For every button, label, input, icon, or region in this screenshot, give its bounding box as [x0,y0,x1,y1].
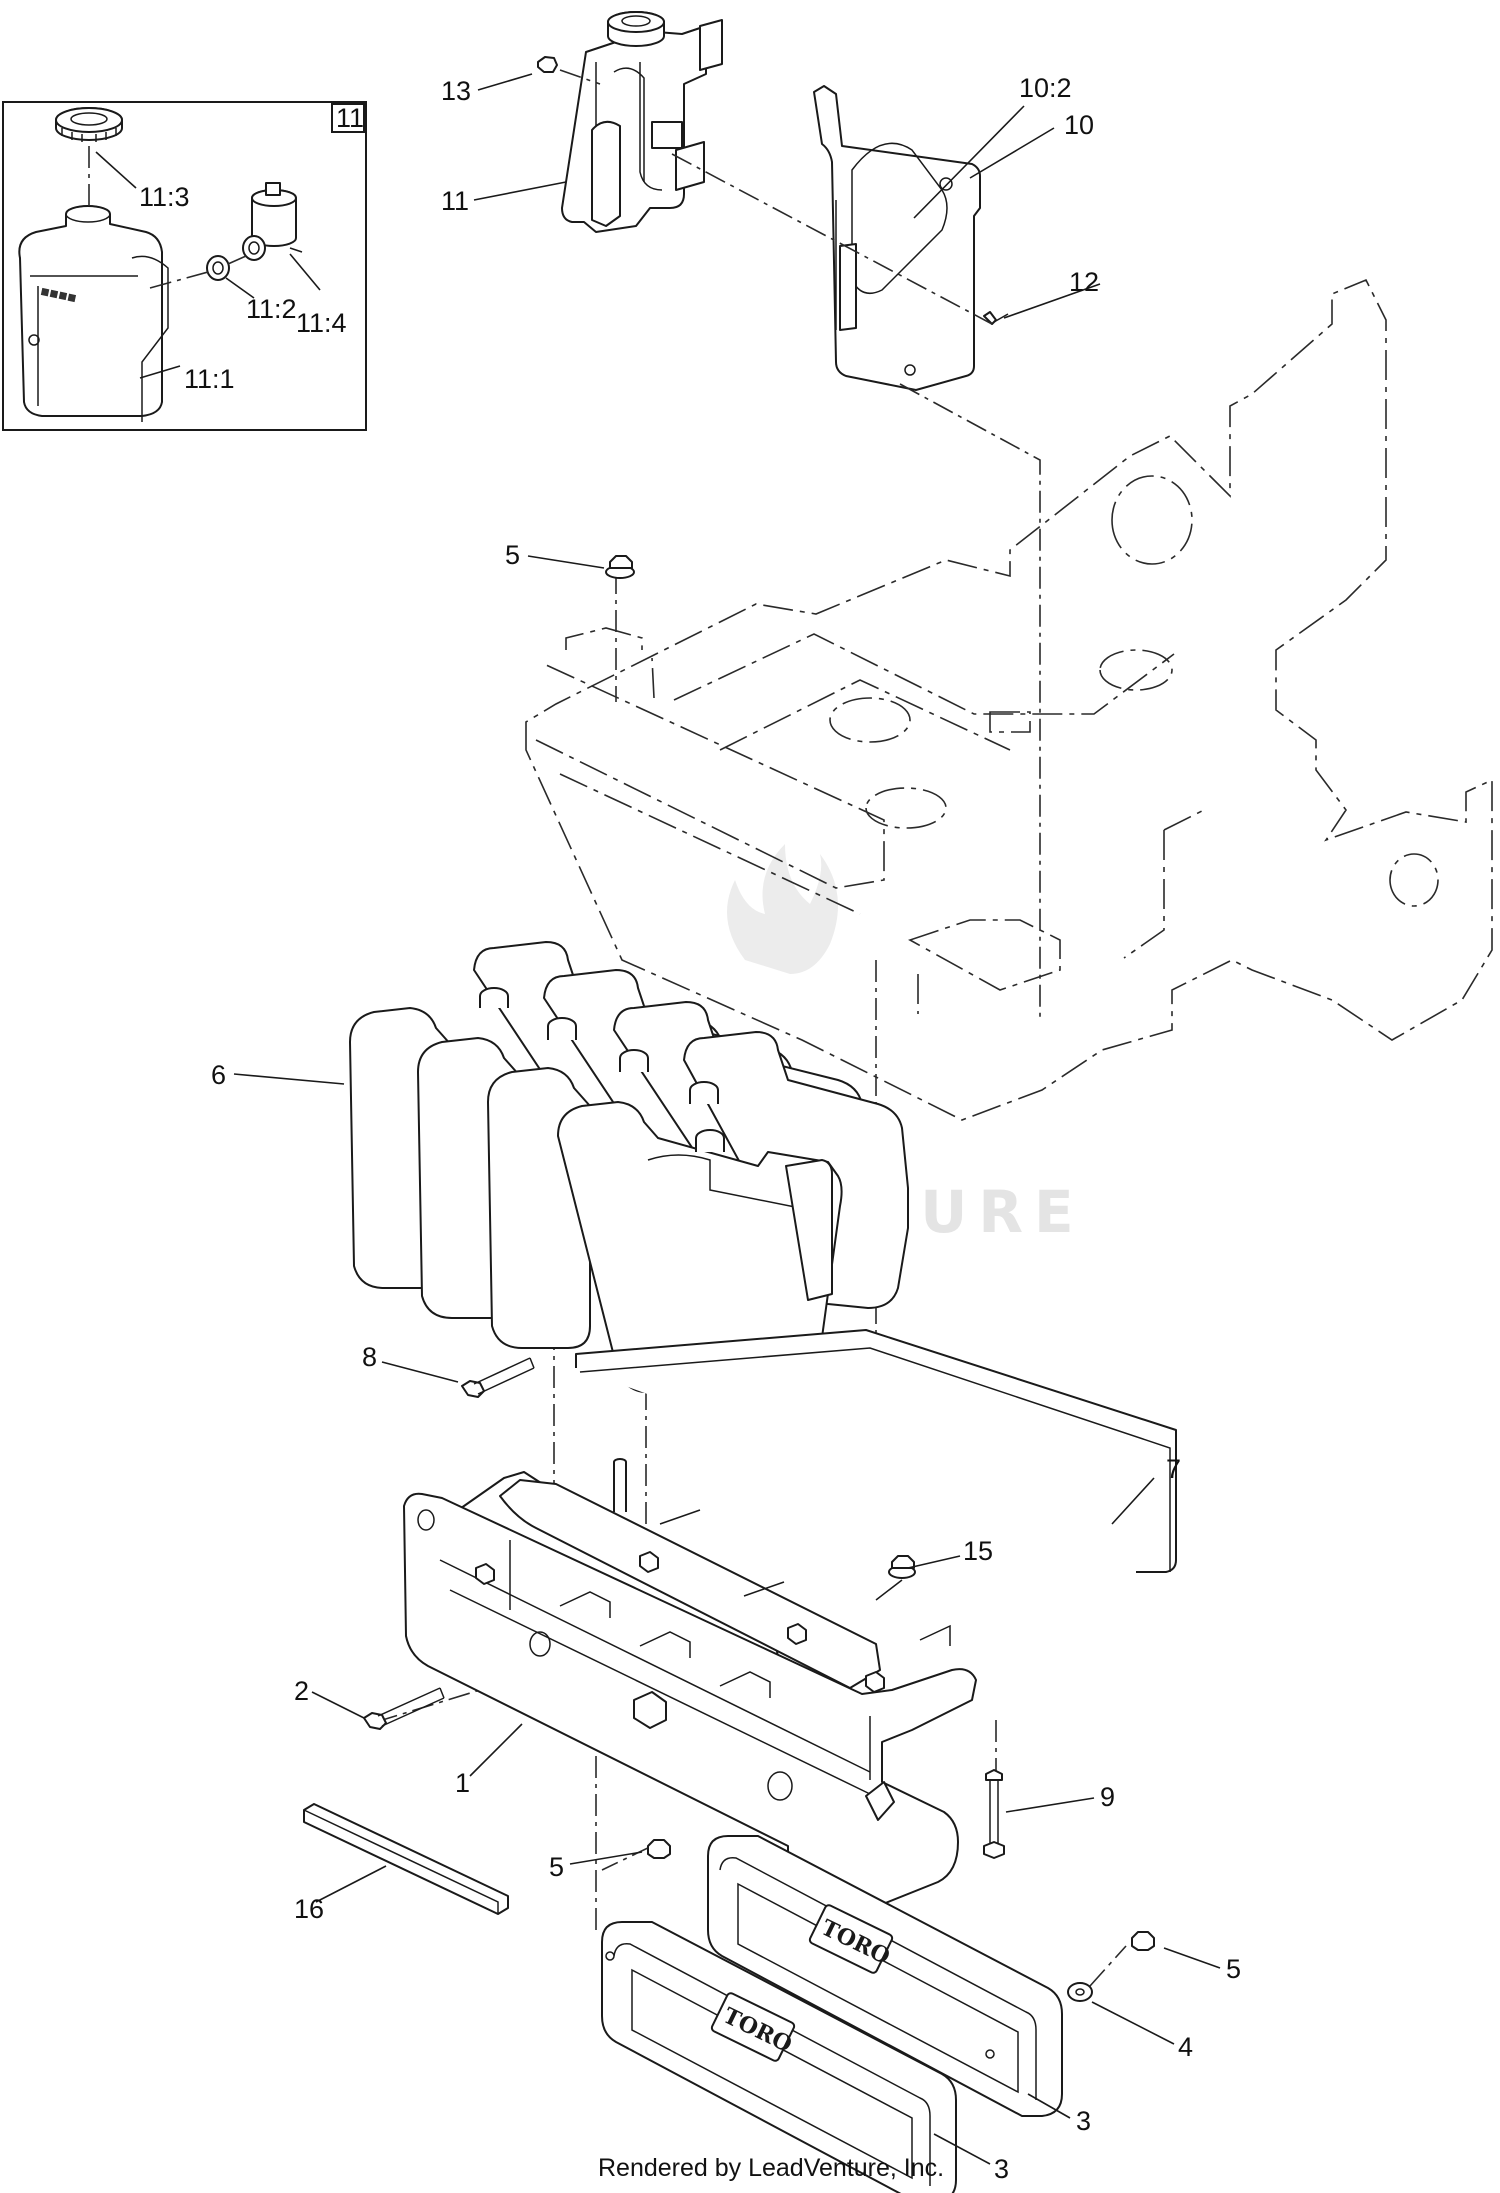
callout-leaders [233,73,1221,2165]
flange-nut-5-mid-icon [647,1839,671,1859]
hex-nut-13-icon [537,56,558,73]
washer-reservoir-assembly [561,11,723,233]
bolt-2-icon [363,1687,445,1730]
bolt-9-icon [983,1769,1005,1859]
callout-5-bottom: 5 [1226,1954,1241,1984]
callout-3-lower: 3 [994,2154,1009,2184]
callout-11-3: 11:3 [139,182,190,212]
weight-carrier [403,1329,1177,1910]
inset-box: 11 ◼◼◼◼ [2,101,367,431]
callout-11-2: 11:2 [246,294,297,324]
grommet-icon [206,255,230,281]
footer-credit: Rendered by LeadVenture, Inc. [598,2154,944,2182]
callout-11-1: 11:1 [184,364,235,394]
callout-1: 1 [455,1768,470,1798]
reservoir-bracket [813,85,981,391]
bolt-12-icon [983,311,1009,325]
flange-nut-15-icon [888,1555,916,1579]
callout-9: 9 [1100,1782,1115,1812]
callout-10: 10 [1064,110,1094,140]
callout-10-2: 10:2 [1019,73,1072,103]
callout-3-upper: 3 [1076,2106,1091,2136]
callout-15: 15 [963,1536,993,1566]
callout-5-mid: 5 [549,1852,564,1882]
suitcase-weight-stack [349,941,909,1394]
mower-frame-phantom [525,278,1493,1121]
callout-7: 7 [1166,1454,1181,1484]
callout-13: 13 [441,76,471,106]
callout-8: 8 [362,1342,377,1372]
flat-washer-4-icon [1067,1982,1093,2002]
flange-nut-5-bottom-icon [1131,1931,1155,1951]
washer-pump-icon [242,182,303,261]
callout-2: 2 [294,1676,309,1706]
weight-plate-upper [707,1835,1063,2117]
rubber-strip-16-icon [303,1803,509,1915]
callout-11: 11 [441,186,469,216]
callout-12: 12 [1069,267,1099,297]
inset-label: 11 [336,103,364,133]
callout-4: 4 [1178,2032,1193,2062]
bolt-8-icon [461,1357,535,1398]
reservoir-cap-icon [55,107,123,142]
reservoir-bottle-icon: ◼◼◼◼ [18,205,169,422]
callout-16: 16 [294,1894,324,1924]
flange-nut-5-top-icon [605,555,635,579]
callout-5-top: 5 [505,540,520,570]
callout-6: 6 [211,1060,226,1090]
callout-11-4: 11:4 [296,308,347,338]
